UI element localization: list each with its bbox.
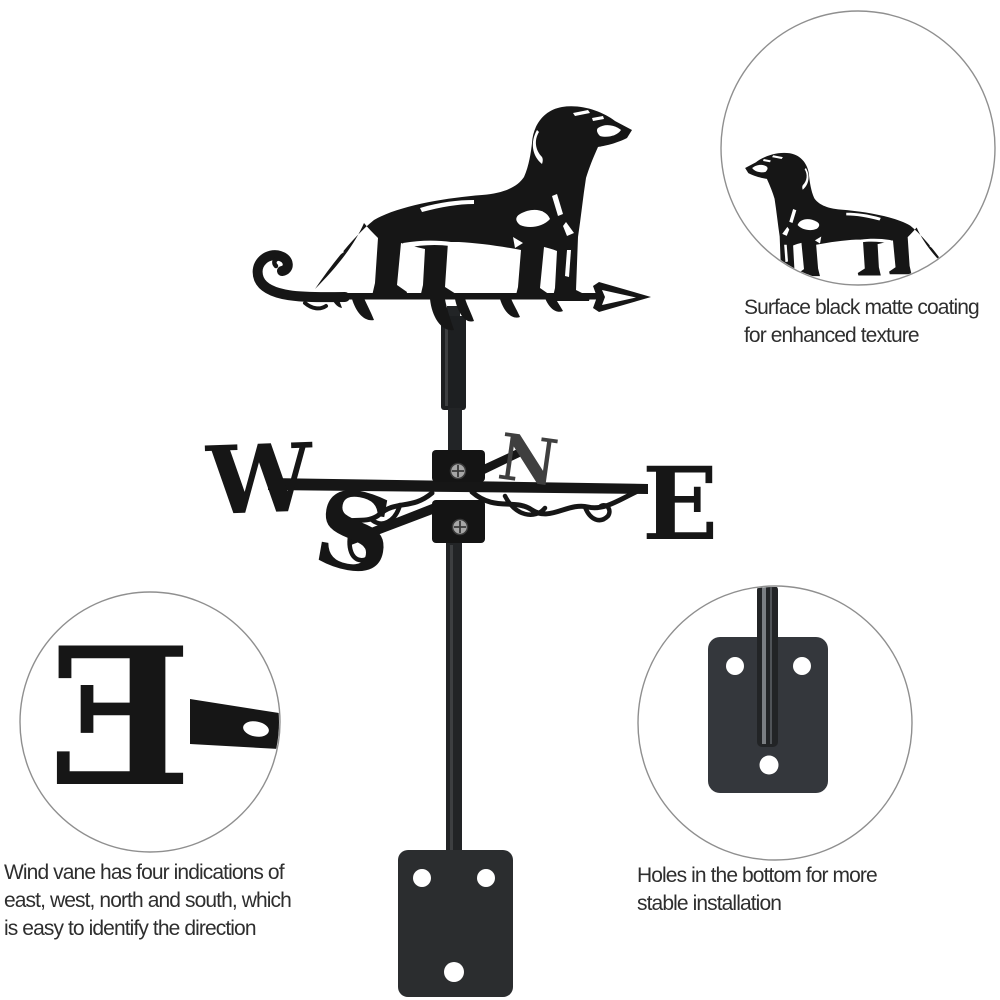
annotation-holes: Holes in the bottom for more stable inst…: [637, 864, 878, 915]
scroll-tail-inner: [272, 256, 284, 269]
scroll-right: [469, 487, 643, 517]
leaf-5: [545, 297, 563, 312]
leaf-3: [455, 298, 474, 322]
letter-arm-cutout: [243, 721, 269, 737]
scroll-ornaments: [335, 487, 643, 563]
scroll-right-hook: [582, 503, 612, 523]
callout-letter-circle: [19, 591, 281, 853]
leaf-1: [352, 298, 374, 321]
plate-detail-hole-bottom: [759, 755, 779, 775]
scroll-left-hook: [347, 525, 373, 563]
direction-hub: [432, 450, 485, 543]
scroll-tail-spiral: [252, 250, 350, 303]
letter-west: W: [204, 423, 316, 537]
pole-highlight: [450, 545, 453, 850]
scroll-left-curl: [369, 502, 403, 526]
pole-detail-highlight: [762, 587, 766, 744]
pole-ferrule: [441, 316, 466, 410]
callout-dog-detail: [720, 10, 996, 286]
letter-east: E: [642, 445, 718, 563]
plate-hole-right: [477, 869, 495, 887]
plate-hole-bottom: [444, 962, 464, 982]
callout-dog-circle: [720, 10, 996, 286]
scroll-right-curl: [502, 493, 548, 517]
callout-letter-detail: E: [19, 591, 281, 853]
annotation-directions: Wind vane has four indications of east, …: [4, 861, 292, 940]
plate-detail-hole-right: [793, 657, 811, 675]
scroll-tail-spur: [303, 301, 328, 311]
pole-detail: [757, 587, 778, 747]
arrowhead-inner: [602, 290, 636, 305]
plate-detail-hole-left: [726, 657, 744, 675]
pole-lower-rod: [446, 540, 462, 852]
ferrule-highlight: [445, 320, 448, 406]
dachshund-main: [315, 106, 632, 302]
letter-north: N: [494, 420, 562, 502]
south-arm: [348, 500, 446, 545]
plate-hole-left: [413, 869, 431, 887]
hub-screw-bottom: [451, 518, 469, 536]
leaf-2: [430, 299, 454, 331]
pole-upper-rod: [448, 408, 462, 452]
hub-screw-top: [449, 462, 467, 480]
annotation-coating: Surface black matte coating for enhanced…: [744, 296, 980, 347]
mount-pole: [441, 306, 466, 852]
arrow-scroll-tail: [252, 250, 350, 311]
west-east-bar: [268, 478, 648, 494]
mounting-plate: [398, 850, 513, 997]
leaf-4: [500, 298, 520, 318]
pole-detail-highlight-2: [770, 587, 772, 744]
letter-east-detail-mirrored: E: [47, 606, 192, 829]
scroll-left: [335, 490, 435, 529]
callout-base-detail: [637, 585, 913, 861]
